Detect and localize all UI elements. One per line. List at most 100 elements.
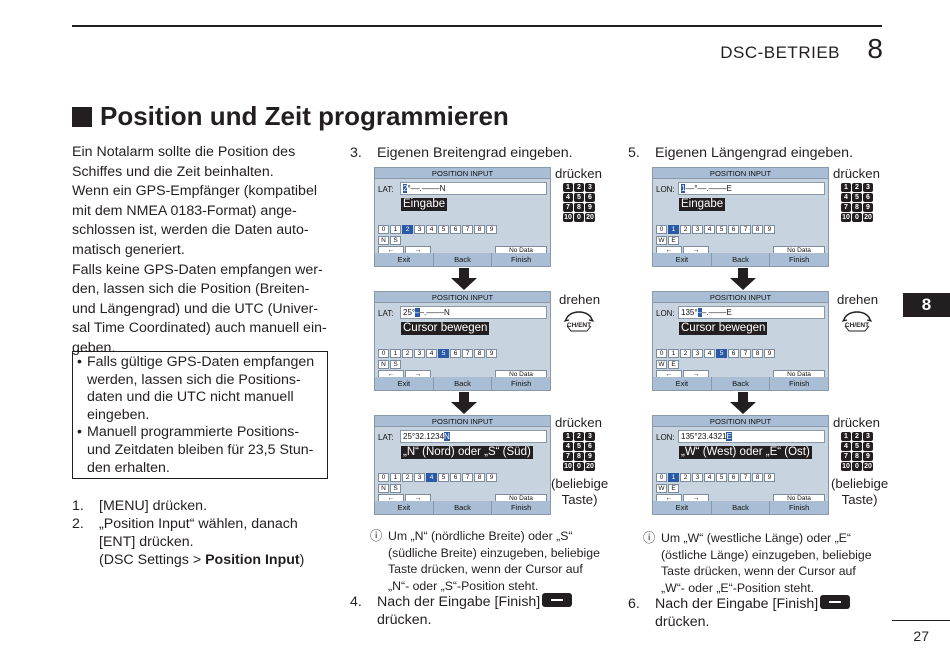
lcd-key[interactable]: 1 — [390, 225, 401, 234]
lcd-key[interactable]: S — [390, 236, 401, 245]
lcd-position-field[interactable]: 135°––.––––E — [678, 306, 825, 319]
lcd-key[interactable]: 8 — [474, 349, 485, 358]
lcd-key[interactable]: W — [656, 484, 667, 493]
lcd-key[interactable]: 6 — [450, 349, 461, 358]
lcd-key[interactable]: 9 — [764, 473, 775, 482]
lcd-key[interactable]: 4 — [704, 349, 715, 358]
keypad-key: 7 — [841, 203, 851, 212]
lcd-position-field[interactable]: 25°––.––––N — [400, 306, 547, 319]
lcd-key[interactable]: 6 — [450, 473, 461, 482]
lcd-exit-button[interactable]: Exit — [375, 377, 434, 390]
lcd-key[interactable]: 5 — [438, 225, 449, 234]
lcd-position-field[interactable]: 1––°––.––––E — [678, 182, 825, 195]
lcd-key[interactable]: 7 — [740, 349, 751, 358]
lcd-key[interactable]: N — [378, 236, 389, 245]
lcd-key[interactable]: 3 — [414, 225, 425, 234]
lcd-back-button[interactable]: Back — [433, 501, 493, 514]
lcd-key[interactable]: S — [390, 484, 401, 493]
lcd-key[interactable]: 2 — [680, 225, 691, 234]
lcd-key[interactable]: 1 — [390, 349, 401, 358]
lcd-key[interactable]: 3 — [414, 473, 425, 482]
lcd-back-button[interactable]: Back — [433, 377, 493, 390]
lcd-finish-button[interactable]: Finish — [492, 377, 550, 390]
lcd-back-button[interactable]: Back — [711, 253, 771, 266]
lcd-position-field[interactable]: 135°23.4321E — [678, 430, 825, 443]
lcd-key[interactable]: 0 — [378, 349, 389, 358]
lcd-key[interactable]: 0 — [378, 225, 389, 234]
lcd-key[interactable]: 0 — [656, 225, 667, 234]
lcd-key[interactable]: 4 — [426, 225, 437, 234]
lcd-key[interactable]: 1 — [668, 225, 679, 234]
lcd-key[interactable]: 0 — [656, 473, 667, 482]
lcd-key[interactable]: 3 — [692, 225, 703, 234]
lcd-key[interactable]: 1 — [390, 473, 401, 482]
lcd-key[interactable]: 4 — [426, 473, 437, 482]
lcd-key[interactable]: 5 — [716, 473, 727, 482]
lcd-key[interactable]: 5 — [716, 349, 727, 358]
lcd-exit-button[interactable]: Exit — [375, 253, 434, 266]
lcd-key[interactable]: 3 — [692, 349, 703, 358]
lcd-exit-button[interactable]: Exit — [375, 501, 434, 514]
lcd-key[interactable]: 3 — [692, 473, 703, 482]
lcd-key[interactable]: 8 — [752, 473, 763, 482]
lcd-key[interactable]: 6 — [728, 473, 739, 482]
lcd-key[interactable]: 3 — [414, 349, 425, 358]
lcd-exit-button[interactable]: Exit — [653, 501, 712, 514]
lcd-key[interactable]: 9 — [486, 473, 497, 482]
lcd-key[interactable]: N — [378, 360, 389, 369]
lcd-key[interactable]: 4 — [704, 473, 715, 482]
lcd-key[interactable]: E — [668, 360, 679, 369]
lcd-key[interactable]: W — [656, 360, 667, 369]
lcd-key[interactable]: 4 — [426, 349, 437, 358]
lcd-exit-button[interactable]: Exit — [653, 377, 712, 390]
lcd-exit-button[interactable]: Exit — [653, 253, 712, 266]
lcd-key[interactable]: 8 — [474, 225, 485, 234]
lcd-key[interactable]: E — [668, 484, 679, 493]
lcd-key[interactable]: 7 — [462, 349, 473, 358]
lcd-key[interactable]: 7 — [740, 473, 751, 482]
lcd-key[interactable]: 6 — [728, 225, 739, 234]
lcd-key[interactable]: 7 — [462, 225, 473, 234]
lcd-key[interactable]: 2 — [680, 473, 691, 482]
lcd-position-field[interactable]: 25°32.1234N — [400, 430, 547, 443]
lcd-key[interactable]: 7 — [462, 473, 473, 482]
lcd-key[interactable]: 6 — [450, 225, 461, 234]
lcd-key[interactable]: 8 — [752, 349, 763, 358]
lcd-back-button[interactable]: Back — [711, 377, 771, 390]
lcd-key[interactable]: 8 — [752, 225, 763, 234]
lcd-finish-button[interactable]: Finish — [770, 501, 828, 514]
lcd-key[interactable]: 8 — [474, 473, 485, 482]
lcd-key[interactable]: 1 — [668, 349, 679, 358]
lcd-key[interactable]: 4 — [704, 225, 715, 234]
lcd-key[interactable]: 0 — [378, 473, 389, 482]
lcd-key[interactable]: 9 — [764, 225, 775, 234]
lcd-key[interactable]: 1 — [668, 473, 679, 482]
lcd-key[interactable]: 2 — [402, 473, 413, 482]
lcd-finish-button[interactable]: Finish — [492, 253, 550, 266]
lcd-key[interactable]: 6 — [728, 349, 739, 358]
lcd-back-button[interactable]: Back — [711, 501, 771, 514]
lcd-key[interactable]: W — [656, 236, 667, 245]
lcd-finish-button[interactable]: Finish — [492, 501, 550, 514]
lcd-back-button[interactable]: Back — [433, 253, 493, 266]
lcd-key[interactable]: 2 — [402, 349, 413, 358]
lcd-key[interactable]: E — [668, 236, 679, 245]
lcd-key[interactable]: 9 — [764, 349, 775, 358]
lcd-key[interactable]: S — [390, 360, 401, 369]
lcd-key[interactable]: 2 — [680, 349, 691, 358]
lcd-key[interactable]: 0 — [656, 349, 667, 358]
lcd-key[interactable]: 7 — [740, 225, 751, 234]
lcd-key[interactable]: 2 — [402, 225, 413, 234]
lcd-key[interactable]: 9 — [486, 349, 497, 358]
lcd-finish-button[interactable]: Finish — [770, 377, 828, 390]
info-line: (südliche Breite) einzugeben, beliebige — [388, 545, 600, 560]
lcd-position-field[interactable]: 2°––.––––N — [400, 182, 547, 195]
lcd-key[interactable]: 5 — [716, 225, 727, 234]
lcd-key[interactable]: 9 — [486, 225, 497, 234]
lcd-finish-button[interactable]: Finish — [770, 253, 828, 266]
lcd-key[interactable]: 5 — [438, 473, 449, 482]
lcd-key[interactable]: 5 — [438, 349, 449, 358]
chapter-side-tab: 8 — [903, 293, 950, 317]
lcd-key[interactable]: N — [378, 484, 389, 493]
